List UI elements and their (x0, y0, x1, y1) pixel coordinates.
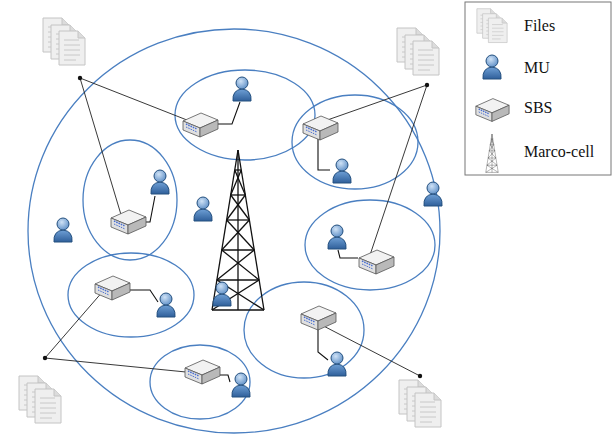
legend-label: MU (524, 59, 550, 76)
legend-icon (483, 55, 501, 79)
file-links (45, 78, 427, 376)
legend-icon (486, 134, 498, 172)
legend-label: Files (524, 17, 555, 34)
legend-frame (465, 2, 611, 175)
legend-entry: Marco-cell (524, 142, 594, 162)
legend-entry: MU (524, 58, 550, 78)
link-dots (43, 76, 429, 378)
mobile-users (54, 77, 442, 397)
legend-entry: SBS (524, 98, 552, 118)
legend-icon (477, 9, 507, 43)
macro-tower (212, 150, 264, 310)
file-stacks (19, 18, 441, 427)
legend-label: SBS (524, 99, 552, 116)
legend-icon (476, 99, 509, 122)
sbs-mu-wires (124, 102, 358, 382)
macro-cell (28, 29, 440, 433)
legend-label: Marco-cell (524, 143, 594, 160)
sbs-devices (95, 113, 394, 384)
legend-icons (476, 9, 509, 173)
small-cells (68, 70, 435, 419)
legend-entry: Files (524, 16, 555, 36)
